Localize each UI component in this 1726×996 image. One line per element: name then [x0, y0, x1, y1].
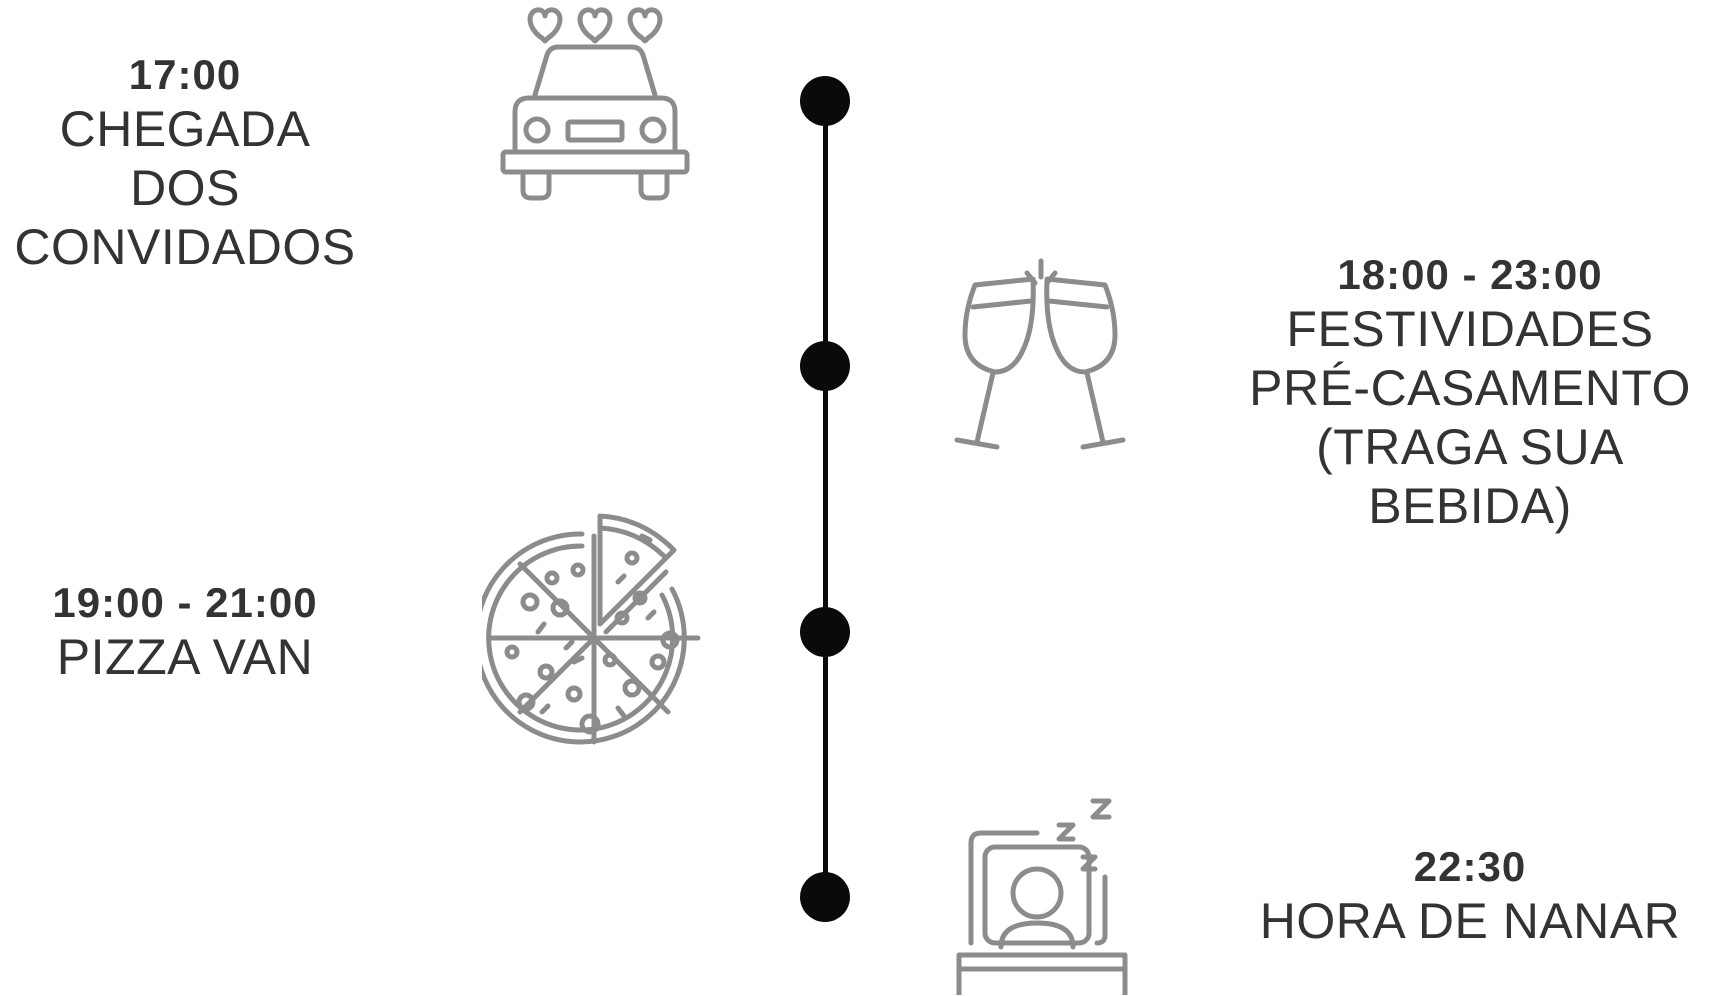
champagne-toast-icon: [935, 255, 1145, 465]
event-time: 19:00 - 21:00: [52, 579, 318, 626]
event-time: 22:30: [1413, 843, 1527, 890]
timeline-dot-4: [800, 872, 850, 922]
event-time: 17:00: [128, 51, 242, 98]
timeline-dot-2: [800, 341, 850, 391]
pizza-icon: [482, 512, 702, 762]
event-label: FESTIVIDADES PRÉ-CASAMENTO (TRAGA SUA BE…: [1249, 300, 1691, 534]
sleeping-icon: [955, 795, 1135, 995]
event-pizza-van: 19:00 - 21:00 PIZZA VAN: [0, 578, 370, 687]
event-arrival: 17:00 CHEGADA DOS CONVIDADOS: [0, 50, 370, 277]
timeline-dot-1: [800, 76, 850, 126]
timeline-dot-3: [800, 607, 850, 657]
event-label: CHEGADA DOS CONVIDADOS: [14, 100, 356, 275]
event-label: PIZZA VAN: [56, 628, 314, 685]
event-bedtime: 22:30 HORA DE NANAR: [1220, 842, 1720, 951]
event-label: HORA DE NANAR: [1259, 892, 1681, 949]
timeline-line: [823, 100, 828, 896]
event-time: 18:00 - 23:00: [1337, 251, 1603, 298]
wedding-car-icon: [495, 0, 695, 205]
event-pre-wedding-festivities: 18:00 - 23:00 FESTIVIDADES PRÉ-CASAMENTO…: [1220, 250, 1720, 536]
